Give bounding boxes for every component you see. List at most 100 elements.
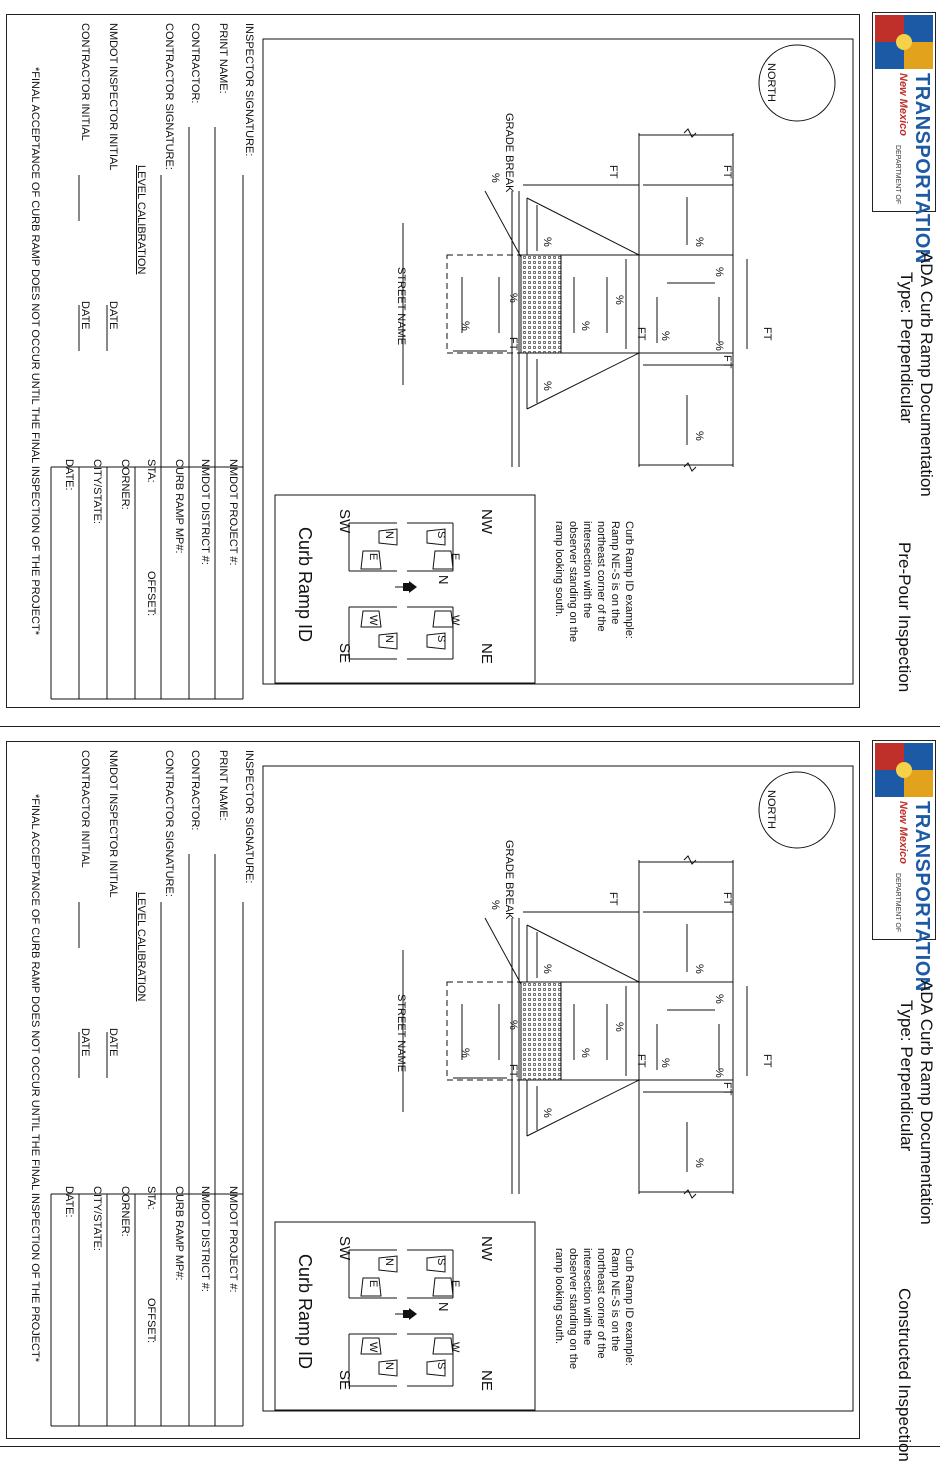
project-date-label: DATE: bbox=[63, 459, 75, 491]
curb-ramp-mp-label: CURB RAMP MP#: bbox=[173, 459, 185, 554]
slope-pct: % bbox=[713, 994, 725, 1004]
inspection-type: Constructed Inspection bbox=[895, 1288, 914, 1462]
grade-break-label: GRADE BREAK bbox=[503, 113, 515, 193]
zia-sun-icon bbox=[875, 15, 933, 69]
contractor-initial-label: CONTRACTOR INITIAL bbox=[79, 750, 91, 868]
ramp-n: N bbox=[383, 635, 395, 643]
constructed-sheet: NORTH GRADE BREAK % STREET NAME FT FT FT… bbox=[6, 741, 860, 1439]
slope-pct: % bbox=[541, 1108, 553, 1118]
level-calibration-label: LEVEL CALIBRATION bbox=[135, 892, 147, 1002]
curb-ramp-id-title: Curb Ramp ID bbox=[295, 1254, 315, 1370]
nmdot-inspector-initial-label: NMDOT INSPECTOR INITIAL bbox=[107, 750, 119, 898]
sheet-divider bbox=[0, 726, 940, 727]
corner-sw: SW bbox=[336, 509, 353, 534]
curb-id-example: northeast corner of the bbox=[595, 521, 607, 632]
date-label: DATE bbox=[107, 1028, 119, 1057]
dim-ft: FT bbox=[607, 892, 619, 906]
curb-id-example: intersection with the bbox=[581, 1248, 593, 1346]
logo-state: New Mexico bbox=[897, 73, 909, 136]
slope-pct: % bbox=[613, 295, 625, 305]
nmdot-logo: TRANSPORTATION New Mexico DEPARTMENT OF bbox=[872, 12, 936, 264]
offset-label: OFFSET: bbox=[145, 571, 157, 617]
slope-pct: % bbox=[659, 331, 671, 341]
slope-pct: % bbox=[693, 237, 705, 247]
ramp-w: W bbox=[367, 615, 379, 626]
north-label: NORTH bbox=[765, 63, 777, 102]
ramp-s: S bbox=[435, 1258, 447, 1266]
zia-sun-icon bbox=[875, 743, 933, 797]
logo-name: TRANSPORTATION bbox=[911, 801, 933, 992]
city-state-label: CITY/STATE: bbox=[91, 1186, 103, 1251]
pre-pour-sheet: NORTH GRADE BREAK % STREET NAME FT FT FT… bbox=[6, 14, 860, 708]
ramp-e: E bbox=[449, 553, 461, 561]
inspection-type: Pre-Pour Inspection bbox=[895, 542, 914, 693]
district-label: NMDOT DISTRICT #: bbox=[199, 459, 211, 565]
ramp-s: S bbox=[435, 1362, 447, 1370]
ramp-e: E bbox=[449, 1280, 461, 1288]
offset-label: OFFSET: bbox=[145, 1298, 157, 1344]
logo-dept: DEPARTMENT OF bbox=[894, 145, 901, 205]
ramp-n: N bbox=[383, 1362, 395, 1370]
ramp-n: N bbox=[383, 531, 395, 539]
north-arrow-n: N bbox=[436, 1302, 451, 1312]
contractor-initial-label: CONTRACTOR INITIAL bbox=[79, 23, 91, 141]
corner-ne: NE bbox=[478, 1370, 495, 1391]
curb-id-example: Ramp NE-S is on the bbox=[609, 521, 621, 625]
final-acceptance-footnote: *FINAL ACCEPTANCE OF CURB RAMP DOES NOT … bbox=[29, 794, 41, 1363]
street-name-label: STREET NAME bbox=[395, 267, 407, 346]
curb-id-example: intersection with the bbox=[581, 521, 593, 619]
slope-pct: % bbox=[579, 321, 591, 331]
grade-break-pct: % bbox=[489, 173, 501, 183]
curb-id-example: observer standing on the bbox=[567, 1248, 579, 1370]
contractor-signature-label: CONTRACTOR SIGNATURE: bbox=[163, 750, 175, 897]
logo-dept: DEPARTMENT OF bbox=[894, 873, 901, 933]
type-value: Perpendicular bbox=[897, 1046, 916, 1152]
dim-ft: FT bbox=[607, 165, 619, 179]
slope-pct: % bbox=[579, 1048, 591, 1058]
project-number-label: NMDOT PROJECT #: bbox=[227, 459, 239, 566]
curb-id-example: ramp looking south. bbox=[553, 521, 565, 617]
contractor-label: CONTRACTOR: bbox=[189, 750, 201, 831]
dim-ft: FT bbox=[721, 355, 733, 369]
nmdot-logo: TRANSPORTATION New Mexico DEPARTMENT OF bbox=[872, 740, 936, 992]
contractor-signature-label: CONTRACTOR SIGNATURE: bbox=[163, 23, 175, 170]
date-label: DATE bbox=[79, 301, 91, 330]
date-label: DATE bbox=[107, 301, 119, 330]
city-state-label: CITY/STATE: bbox=[91, 459, 103, 524]
curb-ramp-id-title: Curb Ramp ID bbox=[295, 527, 315, 643]
slope-pct: % bbox=[713, 267, 725, 277]
contractor-label: CONTRACTOR: bbox=[189, 23, 201, 104]
slope-pct: % bbox=[659, 1058, 671, 1068]
corner-se: SE bbox=[336, 1370, 353, 1391]
slope-pct: % bbox=[541, 964, 553, 974]
corner-ne: NE bbox=[478, 643, 495, 664]
corner-label: CORNER: bbox=[119, 459, 131, 510]
inspector-signature-label: INSPECTOR SIGNATURE: bbox=[243, 750, 255, 884]
dim-ft: FT bbox=[721, 1082, 733, 1096]
sta-label: STA: bbox=[145, 1186, 157, 1210]
curb-id-example: Curb Ramp ID example: bbox=[623, 521, 635, 639]
date-label: DATE bbox=[79, 1028, 91, 1057]
slope-pct: % bbox=[713, 1068, 725, 1078]
nmdot-inspector-initial-label: NMDOT INSPECTOR INITIAL bbox=[107, 23, 119, 171]
dim-ft: FT bbox=[635, 327, 647, 341]
corner-nw: NW bbox=[478, 509, 495, 534]
slope-pct: % bbox=[507, 1020, 519, 1030]
ramp-s: S bbox=[435, 531, 447, 539]
slope-pct: % bbox=[693, 1158, 705, 1168]
curb-id-example: Ramp NE-S is on the bbox=[609, 1248, 621, 1352]
district-label: NMDOT DISTRICT #: bbox=[199, 1186, 211, 1292]
print-name-label: PRINT NAME: bbox=[217, 23, 229, 94]
level-calibration-label: LEVEL CALIBRATION bbox=[135, 165, 147, 275]
slope-pct: % bbox=[541, 381, 553, 391]
project-number-label: NMDOT PROJECT #: bbox=[227, 1186, 239, 1293]
north-label: NORTH bbox=[765, 790, 777, 829]
grade-break-label: GRADE BREAK bbox=[503, 840, 515, 920]
type-label: Type: bbox=[897, 1000, 916, 1042]
dim-ft: FT bbox=[721, 165, 733, 179]
curb-id-example: observer standing on the bbox=[567, 521, 579, 643]
curb-ramp-mp-label: CURB RAMP MP#: bbox=[173, 1186, 185, 1281]
ramp-w: W bbox=[367, 1342, 379, 1353]
header-constructed: TRANSPORTATION New Mexico DEPARTMENT OF … bbox=[864, 740, 944, 1462]
dim-ft: FT bbox=[507, 1064, 519, 1078]
